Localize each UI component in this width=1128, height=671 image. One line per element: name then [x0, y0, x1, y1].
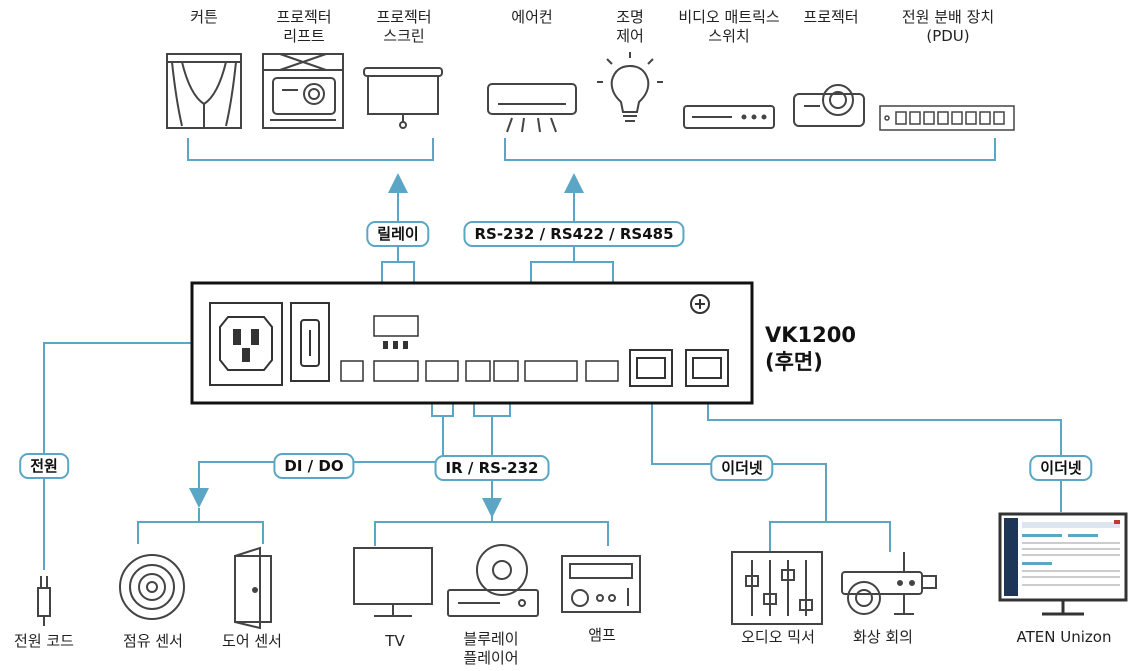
- relay-pill: 릴레이: [366, 221, 430, 247]
- air-conditioner-icon: [487, 83, 577, 133]
- projector-screen-label-line1: 프로젝터: [376, 8, 432, 26]
- projector-screen-label: 프로젝터 스크린: [376, 8, 431, 46]
- audio-mixer-label: 오디오 믹서: [741, 628, 815, 646]
- bluray-label: 블루레이 플레이어: [463, 630, 518, 668]
- bluray-label-line2: 플레이어: [463, 649, 519, 667]
- ground-screw-icon: [690, 294, 710, 314]
- projector-icon: [793, 84, 865, 127]
- curtain-icon: [166, 53, 242, 129]
- lighting-label-line1: 조명: [616, 8, 644, 26]
- lightbulb-icon: [597, 52, 663, 122]
- video-conference-label: 화상 회의: [853, 628, 913, 646]
- dido-pill: DI / DO: [273, 453, 355, 479]
- power-cord-label: 전원 코드: [14, 632, 74, 650]
- projector-lift-label-line2: 리프트: [283, 27, 325, 45]
- ir-rs232-pill: IR / RS-232: [434, 455, 550, 481]
- occupancy-sensor-label: 점유 센서: [123, 632, 183, 650]
- power-switch: [290, 302, 330, 382]
- bluray-player-icon: [447, 544, 539, 617]
- air-conditioner-label: 에어컨: [511, 8, 553, 26]
- aten-unizon-monitor-icon: [998, 512, 1128, 616]
- aten-unizon-label: ATEN Unizon: [1016, 628, 1112, 646]
- pdu-label: 전원 분배 장치 (PDU): [902, 8, 994, 46]
- projector-screen-icon: [363, 67, 443, 129]
- power-inlet-port: [209, 302, 283, 386]
- projector-lift-label: 프로젝터 리프트: [276, 8, 331, 46]
- video-conference-camera-icon: [841, 552, 937, 615]
- lighting-label-line2: 제어: [616, 27, 644, 45]
- pdu-icon: [879, 105, 1015, 131]
- ethernet-pill-2: 이더넷: [1029, 455, 1093, 481]
- video-matrix-label-line2: 스위치: [708, 27, 750, 45]
- projector-screen-label-line2: 스크린: [383, 27, 425, 45]
- bluray-label-line1: 블루레이: [463, 630, 519, 648]
- controller-model: VK1200: [765, 323, 856, 347]
- pdu-label-line2: (PDU): [926, 27, 970, 45]
- tv-icon: [353, 547, 433, 617]
- controller-rear-panel: [190, 281, 754, 405]
- relay-status-leds: [383, 341, 408, 349]
- projector-label: 프로젝터: [803, 8, 859, 26]
- video-matrix-label-line1: 비디오 매트릭스: [678, 8, 780, 26]
- projector-lift-label-line1: 프로젝터: [276, 8, 332, 26]
- audio-mixer-icon: [731, 551, 823, 625]
- door-sensor-label: 도어 센서: [222, 632, 282, 650]
- controller-view: (후면): [765, 350, 823, 374]
- power-pill: 전원: [19, 453, 69, 479]
- curtain-label: 커튼: [190, 8, 218, 26]
- terminal-blocks: [340, 315, 619, 382]
- pdu-label-line1: 전원 분배 장치: [901, 8, 995, 26]
- amp-label: 앰프: [588, 626, 616, 644]
- door-sensor-icon: [234, 546, 272, 630]
- video-matrix-icon: [683, 105, 775, 129]
- ethernet-pill-1: 이더넷: [710, 455, 774, 481]
- occupancy-sensor-icon: [119, 554, 185, 620]
- tv-label: TV: [385, 632, 405, 650]
- power-cord-icon: [37, 576, 51, 626]
- video-matrix-label: 비디오 매트릭스 스위치: [678, 8, 779, 46]
- amplifier-icon: [561, 555, 641, 613]
- serial-pill: RS-232 / RS422 / RS485: [463, 221, 685, 247]
- ethernet-ports: [629, 349, 729, 387]
- projector-lift-icon: [262, 53, 344, 129]
- lighting-label: 조명 제어: [616, 8, 644, 46]
- controller-model-label: VK1200 (후면): [765, 322, 856, 376]
